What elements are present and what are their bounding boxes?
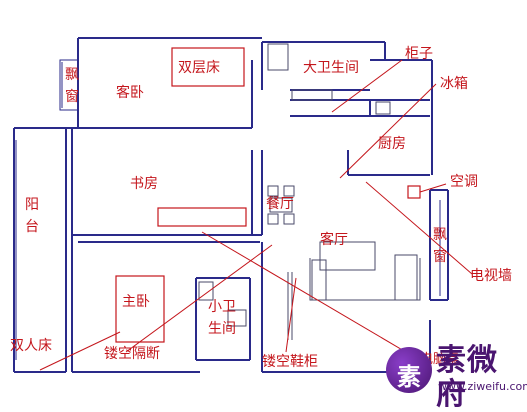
floor-plan: 飘窗 客卧 双层床 大卫生间 柜子 冰箱 厨房 空调 阳台 书房 餐厅 客厅 飘… [10, 37, 527, 412]
leader-computer-desks [201, 231, 417, 359]
label-dining: 餐厅 [266, 196, 294, 212]
toilet [198, 281, 214, 301]
label-big-bathroom: 大卫生间 [303, 60, 359, 76]
label-bay-window-right: 飘窗 [433, 227, 447, 265]
chair-4 [283, 213, 295, 225]
logo-url: www.ziweifu.com [438, 380, 527, 393]
label-hollow-shoe-cabinet: 镂空鞋柜 [262, 354, 318, 370]
leader-air-conditioner [419, 183, 447, 193]
site-logo: 素 素微府 www.ziweifu.com [384, 344, 527, 412]
label-guest-bedroom: 客卧 [116, 85, 144, 101]
chair-3 [267, 213, 279, 225]
label-cabinet: 柜子 [405, 46, 433, 62]
label-tv-wall: 电视墙 [470, 268, 512, 284]
leader-tv-wall [365, 181, 473, 275]
bathtub [267, 43, 289, 71]
label-fridge: 冰箱 [440, 76, 468, 92]
sofa-cushion-1 [311, 259, 327, 301]
chair-1 [267, 185, 279, 197]
leader-shoe-cabinet [285, 277, 297, 353]
label-balcony: 阳台 [25, 197, 39, 235]
logo-brand: 素微府 [436, 343, 498, 412]
label-study: 书房 [130, 176, 158, 192]
chair-2 [283, 185, 295, 197]
sofa-cushion-2 [394, 254, 418, 301]
leader-fridge [339, 83, 437, 179]
floor-plan-drawing [13, 37, 473, 373]
computer-desks-box [157, 207, 247, 227]
label-double-bed: 双人床 [10, 338, 52, 354]
bunk-bed-box [171, 47, 245, 87]
label-bay-window-left: 飘窗 [65, 67, 79, 105]
sink [375, 101, 391, 115]
label-hollow-partition: 镂空隔断 [104, 346, 160, 362]
bath-counter [291, 89, 333, 101]
leader-hollow-partition [125, 244, 273, 353]
label-master-bedroom: 主卧 [122, 294, 150, 310]
leader-double-bed [39, 331, 121, 371]
label-living: 客厅 [320, 232, 348, 248]
logo-mark-icon: 素 [386, 347, 432, 393]
label-air-conditioner: 空调 [450, 174, 478, 190]
living-table [319, 241, 376, 271]
dining-table [269, 197, 293, 213]
bay-window-left-outline [59, 59, 78, 111]
sofa-back [309, 258, 421, 301]
label-small-bathroom: 小卫生间 [208, 299, 236, 337]
label-bunk-bed: 双层床 [178, 60, 220, 76]
air-conditioner-box [407, 185, 421, 199]
leader-cabinet [331, 59, 403, 113]
label-kitchen: 厨房 [378, 136, 406, 152]
basin [227, 309, 247, 327]
